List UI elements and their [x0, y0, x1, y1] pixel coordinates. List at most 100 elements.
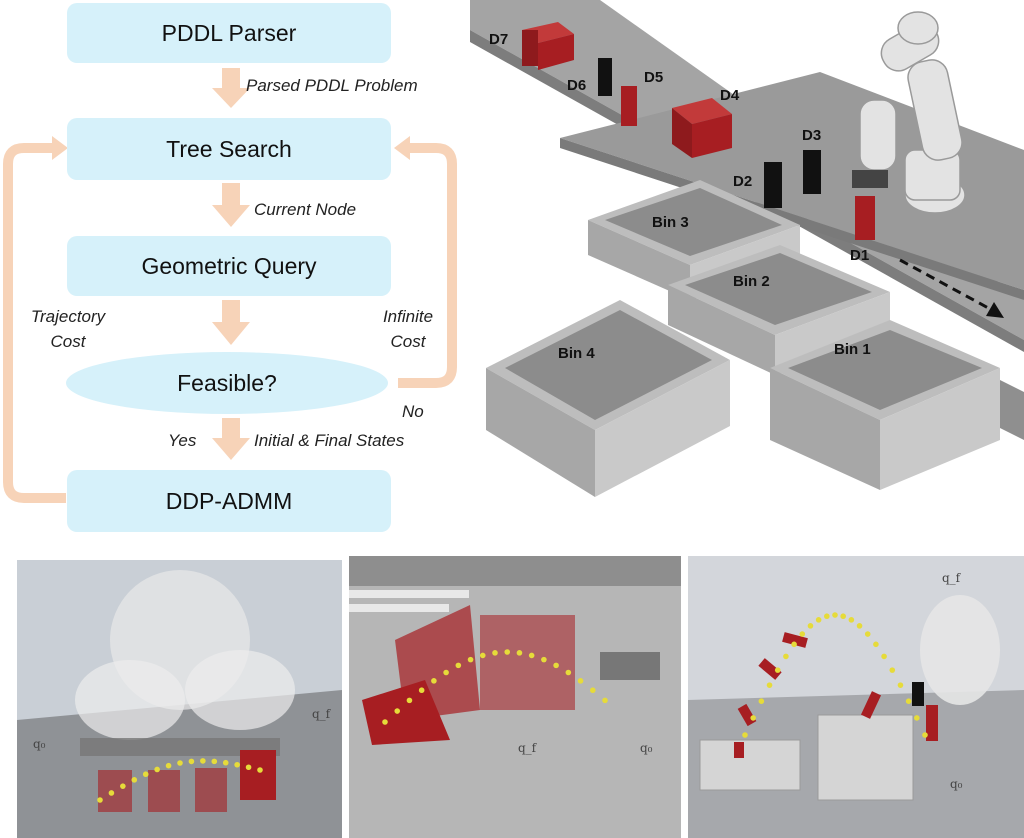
- initial-final-label: Initial & Final States: [254, 431, 405, 450]
- trajectory-dot: [211, 758, 218, 765]
- trajectory-dot: [750, 715, 756, 721]
- trajectory-dot: [589, 687, 596, 694]
- trajectory-dot: [455, 662, 462, 669]
- label-d5: D5: [644, 69, 663, 86]
- trajectory-dot: [799, 631, 806, 637]
- bin-2: [668, 245, 890, 375]
- trajectory-dot: [848, 617, 855, 623]
- label-bin-4: Bin 4: [558, 345, 595, 362]
- trajectory-dot: [864, 631, 871, 637]
- label-d7: D7: [489, 31, 508, 48]
- trajectory-dot: [154, 766, 160, 773]
- trajectory-dot: [766, 682, 773, 688]
- trajectory-dot: [791, 641, 797, 648]
- no-label: No: [402, 402, 424, 421]
- trajectory-dot: [406, 697, 413, 704]
- trajectory-dot: [418, 687, 425, 694]
- tree-search-box: Tree Search: [67, 118, 391, 180]
- trajectory-dot: [142, 771, 149, 778]
- gripper: [852, 170, 888, 188]
- flow-arrow-yes: [212, 418, 250, 460]
- flow-arrow-parsed: [212, 68, 250, 108]
- trajectory-dot: [914, 715, 920, 721]
- bin-3: [588, 180, 800, 300]
- infinite-cost-label: Infinite Cost: [382, 307, 434, 351]
- trajectory-dot: [577, 678, 584, 684]
- box-d3: [803, 150, 821, 194]
- infinite-cost-loop: [398, 143, 457, 388]
- feasible-ellipse: Feasible?: [66, 352, 388, 414]
- trajectory-dot: [120, 783, 126, 789]
- panel-left-qf: q_f: [312, 707, 332, 721]
- bin-4: [486, 300, 730, 497]
- trajectory-dot: [492, 650, 498, 656]
- robot-arm: [859, 11, 966, 214]
- trajectory-dot: [479, 652, 486, 659]
- trajectory-dot: [394, 708, 401, 714]
- label-d6: D6: [567, 77, 586, 94]
- geometric-query-box: Geometric Query: [67, 236, 391, 296]
- trajectory-dot: [774, 667, 781, 673]
- trajectory-dot: [553, 662, 559, 669]
- bin-1: [770, 320, 1000, 490]
- panel-right-q0: q₀: [950, 777, 963, 791]
- label-d1: D1: [850, 247, 869, 264]
- trajectory-dot: [541, 656, 547, 663]
- yes-label: Yes: [168, 431, 197, 450]
- trajectory-dot: [257, 767, 263, 773]
- trajectory-dot: [783, 653, 789, 660]
- trajectory-dot: [188, 758, 195, 765]
- box-d4: [672, 98, 732, 158]
- trajectory-dot: [97, 797, 103, 803]
- label-d2: D2: [733, 173, 752, 190]
- label-bin-1: Bin 1: [834, 341, 871, 358]
- trajectory-dot: [108, 790, 115, 796]
- trajectory-dot: [832, 612, 838, 618]
- trajectory-dot: [840, 613, 846, 620]
- trajectory-dot: [431, 678, 437, 684]
- trajectory-dot: [889, 667, 896, 673]
- label-bin-3: Bin 3: [652, 214, 689, 231]
- trajectory-dot: [905, 698, 912, 704]
- panel-right-qf: q_f: [942, 571, 962, 585]
- box-d7: [522, 22, 574, 70]
- flow-arrow-query: [212, 300, 250, 345]
- trajectory-dot: [131, 777, 138, 783]
- panel-left: q_f q₀: [17, 560, 342, 838]
- trajectory-dot: [200, 758, 206, 764]
- trajectory-dot: [565, 669, 572, 676]
- trajectory-dot: [602, 697, 608, 704]
- trajectory-dots: [97, 612, 928, 803]
- trajectory-dot: [504, 649, 511, 655]
- trajectory-dot: [897, 682, 904, 688]
- box-d6: [598, 58, 612, 96]
- trajectory-dot: [758, 698, 765, 704]
- trajectory-dot: [467, 656, 474, 663]
- trajectory-dot: [856, 623, 863, 629]
- panel-middle: q_f q₀: [349, 556, 681, 838]
- pddl-parser-box: PDDL Parser: [67, 3, 391, 63]
- trajectory-dot: [742, 732, 748, 738]
- trajectory-dot: [922, 732, 928, 738]
- trajectory-cost-loop: [3, 143, 66, 503]
- trajectory-dot: [873, 641, 879, 648]
- label-d3: D3: [802, 127, 821, 144]
- trajectory-dot: [807, 623, 814, 629]
- panel-right: q_f q₀: [688, 556, 1024, 838]
- trajectory-dot: [824, 613, 830, 620]
- trajectory-dot: [815, 617, 822, 623]
- trajectory-dot: [443, 669, 449, 676]
- trajectory-dot: [516, 650, 523, 656]
- trajectory-dot: [528, 652, 535, 659]
- flow-arrow-current: [212, 183, 250, 227]
- trajectory-dot: [222, 759, 229, 766]
- trajectory-dot: [177, 760, 183, 766]
- trajectory-dot: [234, 761, 240, 768]
- trajectory-dot: [165, 762, 172, 769]
- panel-middle-qf: q_f: [518, 741, 538, 755]
- trajectory-dot: [245, 764, 252, 771]
- box-d1: [855, 196, 875, 240]
- panel-left-q0: q₀: [33, 737, 46, 751]
